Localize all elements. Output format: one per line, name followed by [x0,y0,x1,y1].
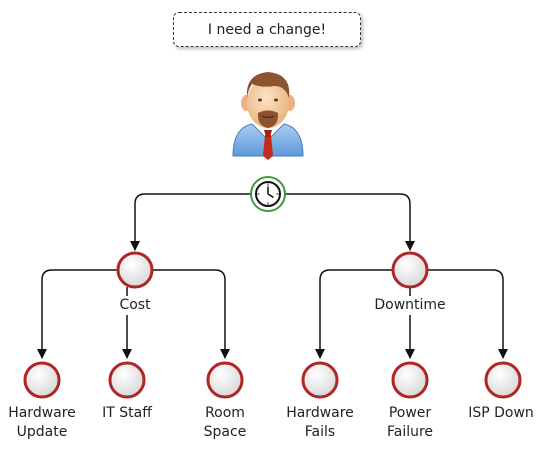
callout-note: I need a change! [173,12,361,47]
branch-label-cost: Cost [90,296,180,315]
leaf-label-hardware-fails: Hardware Fails [286,405,354,440]
edge-root-cost [130,193,250,251]
node-downtime [391,251,429,289]
edge-root-downtime [286,193,415,251]
connectors [37,193,508,359]
clock-icon [250,176,286,212]
leaf-label-isp-down: ISP Down [468,405,534,421]
node-isp-down [484,361,522,399]
node-room-space [206,361,244,399]
edge-cost-hardware-update [37,269,117,359]
edge-downtime-isp-down [428,269,508,359]
leaf-label-room-space: Room Space [203,405,247,440]
edge-cost-room-space [152,269,230,359]
leaf-label-it-staff: IT Staff [102,405,152,421]
branch-label-downtime: Downtime [365,296,455,315]
leaf-label-hardware-update: Hardware Update [8,405,76,440]
node-cost [116,251,154,289]
node-power-failure [391,361,429,399]
edge-downtime-hardware-fails [315,269,393,359]
node-it-staff [108,361,146,399]
person-icon [232,72,304,160]
node-hardware-update [23,361,61,399]
node-hardware-fails [301,361,339,399]
leaf-label-power-failure: Power Failure [386,405,434,440]
